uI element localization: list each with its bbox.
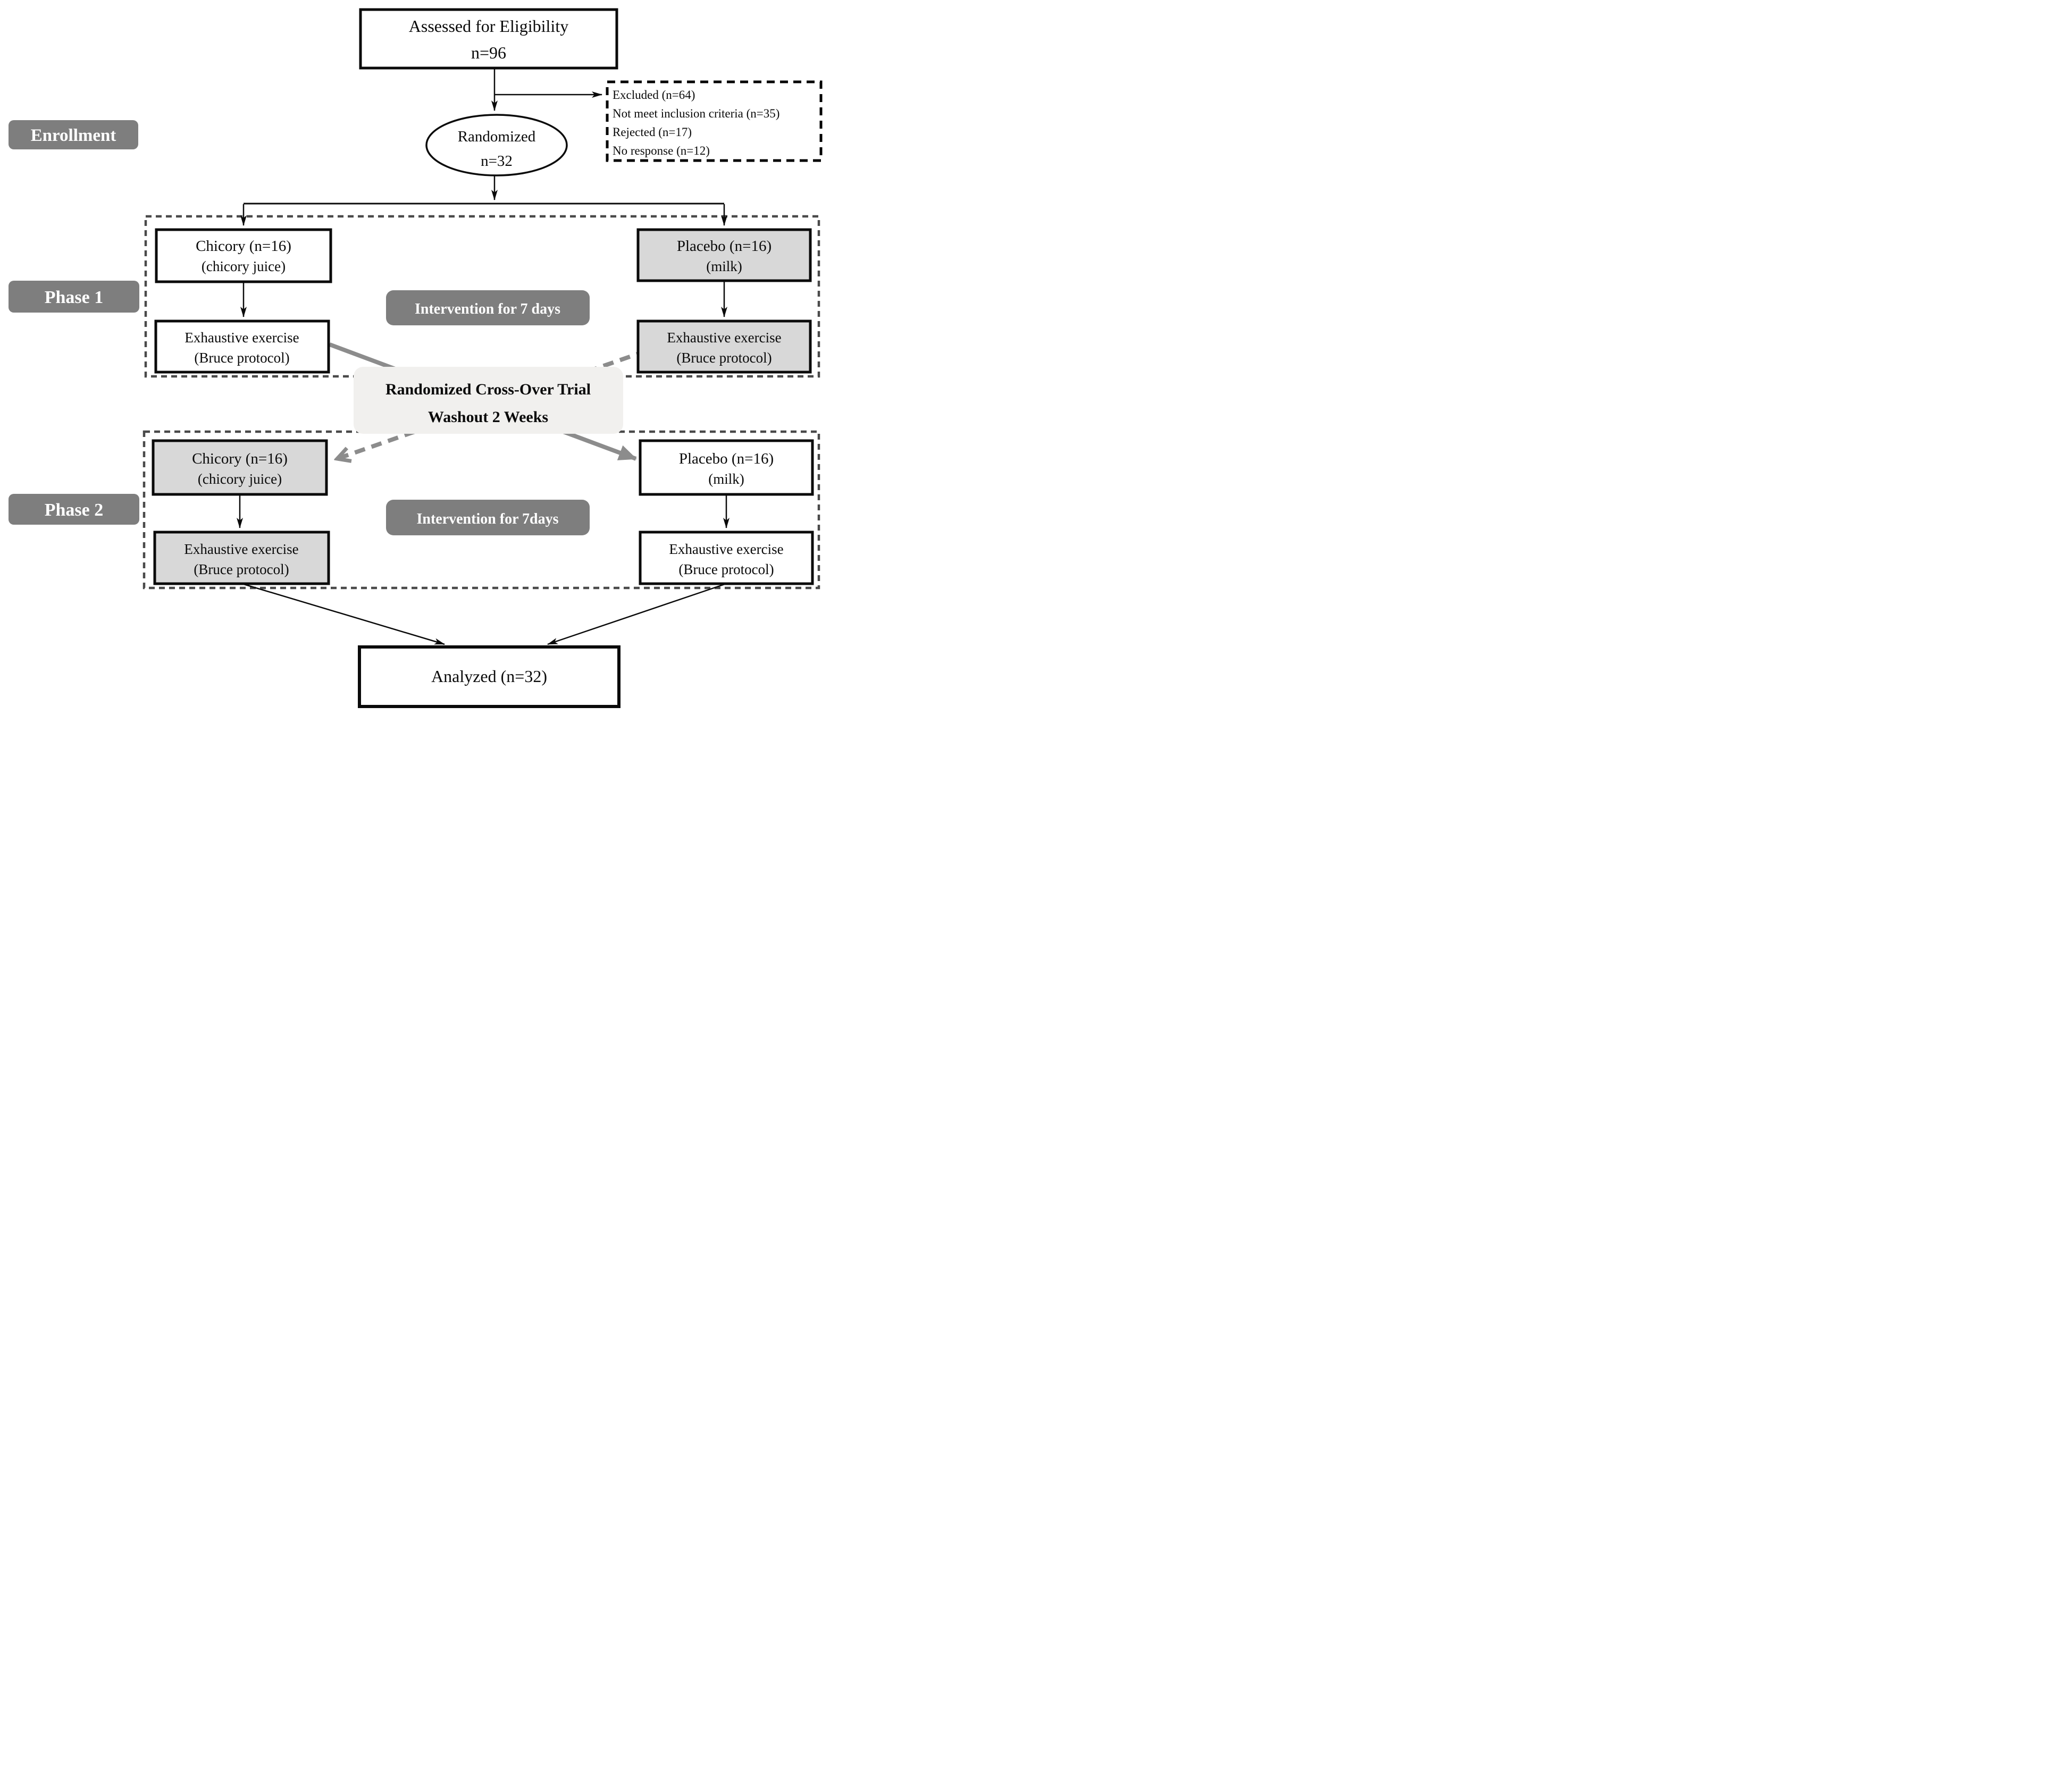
phase2-placebo-line1: Placebo (n=16) — [679, 450, 774, 467]
assessed-line2: n=96 — [471, 43, 506, 62]
arrow-exercise2-left-to-analyzed — [241, 583, 445, 645]
randomized-ellipse — [425, 114, 568, 176]
phase2-exercise-left-line2: (Bruce protocol) — [194, 561, 289, 577]
phase2-placebo-box — [639, 439, 814, 496]
flow-diagram-canvas: Assessed for Eligibility n=96 Excluded (… — [0, 0, 828, 717]
phase1-stage-label-text: Phase 1 — [45, 288, 104, 307]
randomized-line2: n=32 — [481, 153, 513, 170]
phase1-exercise-left-line1: Exhaustive exercise — [185, 330, 299, 346]
phase2-placebo-line2: (milk) — [708, 471, 744, 487]
phase2-chicory-line1: Chicory (n=16) — [192, 450, 288, 467]
phase1-placebo-line1: Placebo (n=16) — [677, 238, 772, 255]
phase1-dashed-container — [144, 215, 820, 378]
phase1-placebo-line2: (milk) — [706, 258, 742, 274]
phase2-intervention-label — [386, 500, 590, 535]
washout-line1: Randomized Cross-Over Trial — [385, 381, 591, 398]
washout-panel — [354, 367, 623, 434]
randomized-line1: Randomized — [458, 128, 536, 145]
phase1-exercise-right-line1: Exhaustive exercise — [667, 330, 781, 346]
excluded-line-4: No response (n=12) — [613, 144, 710, 157]
phase1-exercise-right-box — [636, 319, 812, 374]
phase2-stage-label — [9, 494, 139, 525]
phase2-exercise-left-line1: Exhaustive exercise — [184, 541, 298, 557]
phase2-stage-label-text: Phase 2 — [45, 500, 104, 520]
phase1-exercise-left-line2: (Bruce protocol) — [194, 350, 289, 366]
arrow-exercise2-right-to-analyzed — [547, 583, 727, 645]
phase2-chicory-box — [152, 439, 328, 496]
enrollment-stage-label — [9, 120, 138, 149]
phase1-placebo-box — [636, 228, 812, 282]
enrollment-stage-label-text: Enrollment — [31, 126, 116, 145]
analyzed-label: Analyzed (n=32) — [431, 667, 547, 686]
assessed-line1: Assessed for Eligibility — [409, 16, 568, 36]
assessed-box — [359, 8, 618, 70]
phase1-intervention-label — [386, 290, 590, 325]
phase1-exercise-left-box — [154, 319, 330, 374]
phase1-chicory-box — [155, 228, 332, 283]
phase1-chicory-line1: Chicory (n=16) — [196, 238, 291, 255]
phase1-intervention-label-text: Intervention for 7 days — [415, 301, 560, 317]
phase2-chicory-line2: (chicory juice) — [198, 471, 282, 487]
excluded-box — [606, 80, 823, 162]
phase1-stage-label — [9, 281, 139, 313]
phase1-chicory-line2: (chicory juice) — [202, 258, 286, 274]
excluded-line-3: Rejected (n=17) — [613, 125, 692, 139]
phase1-exercise-right-line2: (Bruce protocol) — [676, 350, 772, 366]
washout-line2: Washout 2 Weeks — [428, 408, 548, 426]
phase2-exercise-right-line1: Exhaustive exercise — [669, 541, 783, 557]
phase2-exercise-right-box — [639, 531, 814, 585]
phase2-intervention-label-text: Intervention for 7days — [416, 511, 558, 527]
analyzed-box — [358, 645, 621, 708]
phase2-exercise-right-line2: (Bruce protocol) — [678, 561, 774, 577]
phase2-exercise-left-box — [153, 531, 330, 585]
excluded-line-2: Not meet inclusion criteria (n=35) — [613, 107, 779, 120]
trial-flow-diagram: Assessed for Eligibility n=96 Excluded (… — [0, 0, 828, 717]
excluded-line-1: Excluded (n=64) — [613, 88, 695, 102]
